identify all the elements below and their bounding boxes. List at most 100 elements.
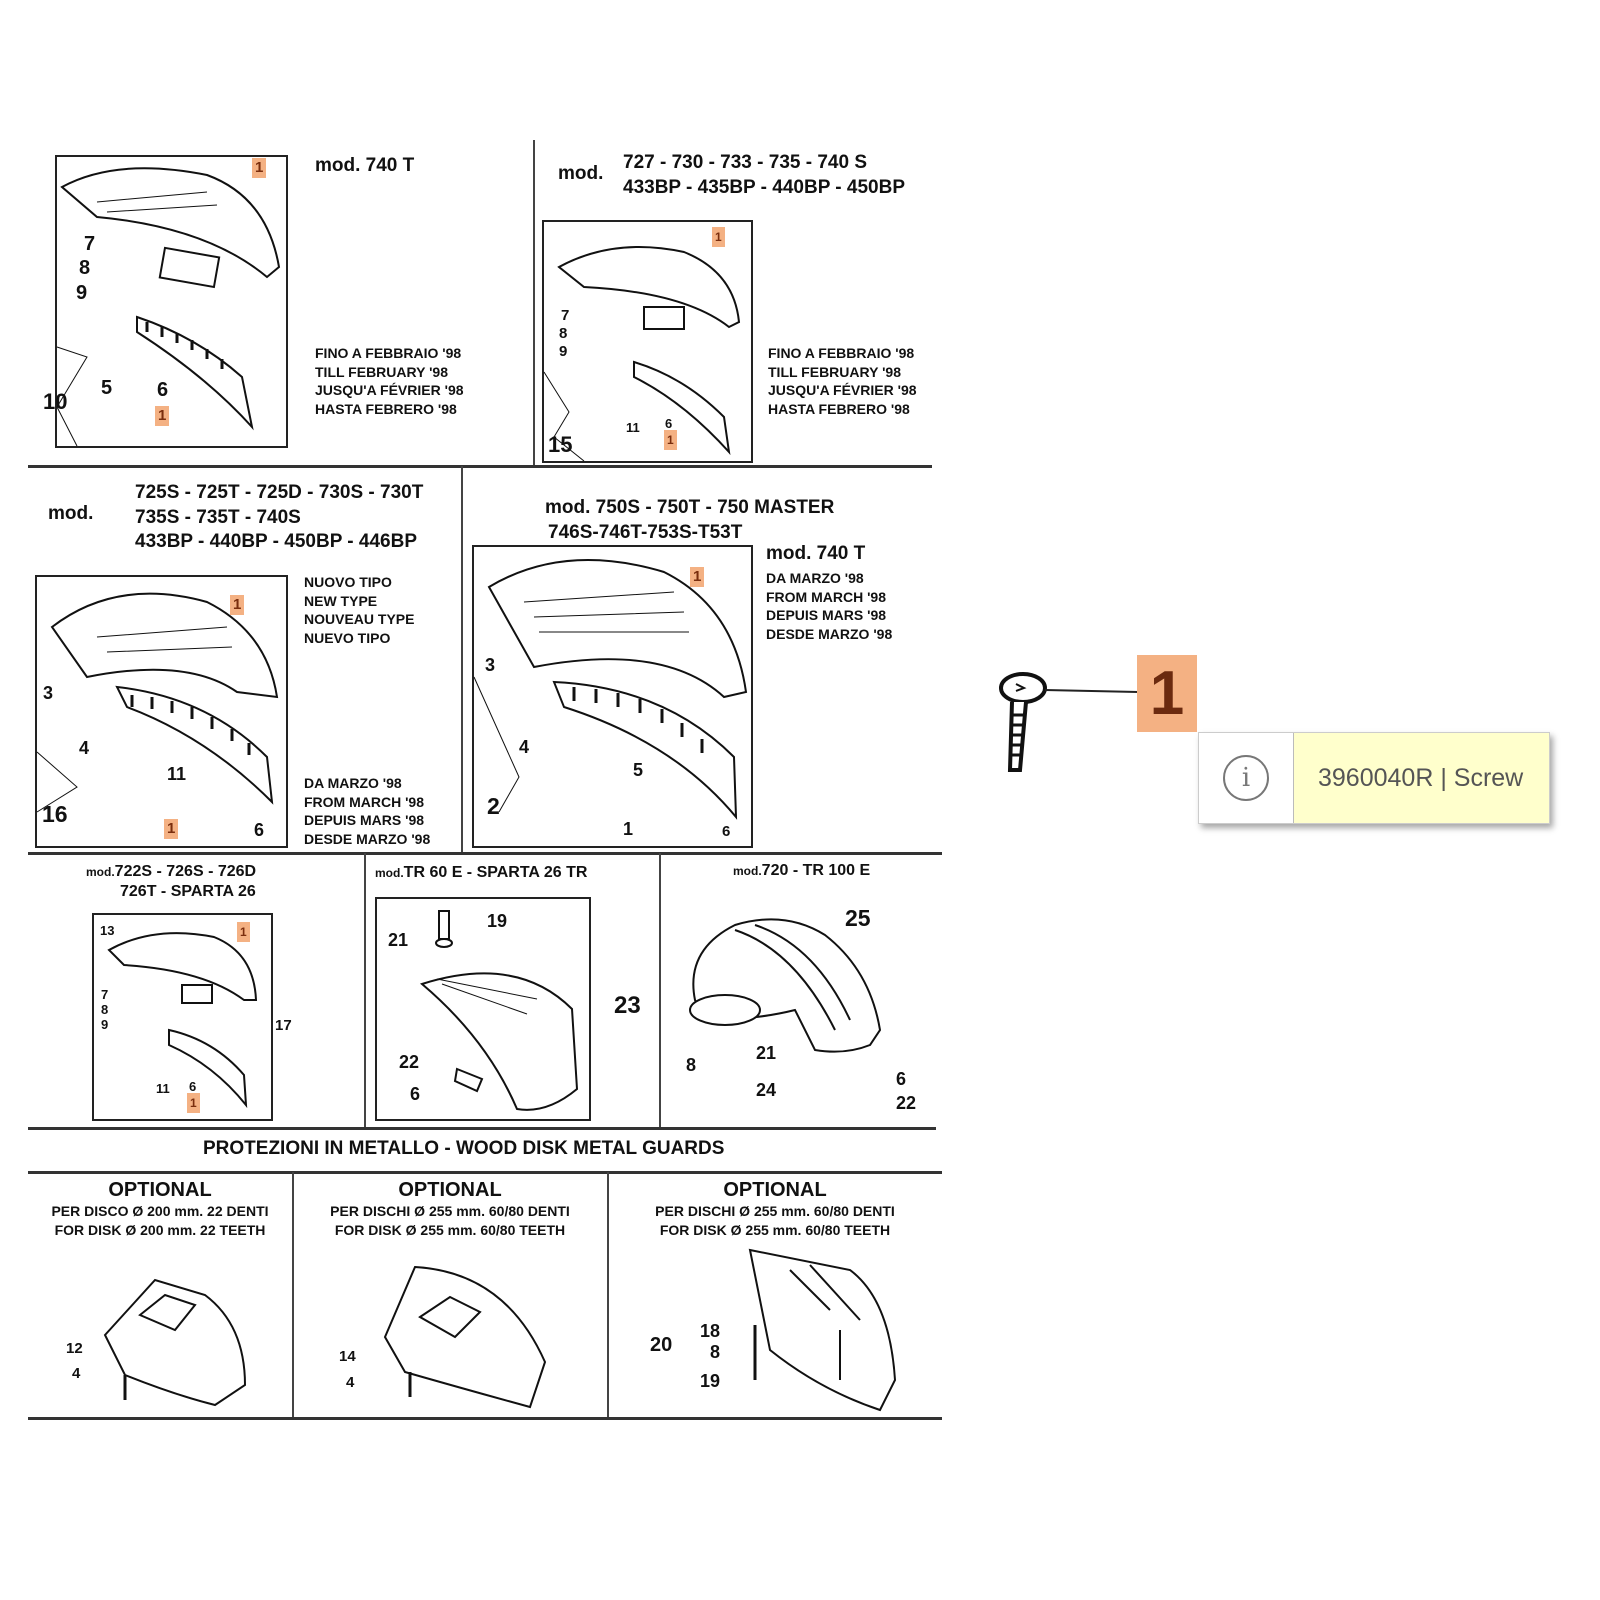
- callout[interactable]: 5: [633, 760, 644, 780]
- callout[interactable]: 13: [100, 923, 115, 938]
- guard-drawing: [473, 559, 748, 820]
- callout[interactable]: 17: [275, 1017, 292, 1034]
- callout[interactable]: 3: [485, 655, 496, 675]
- callout[interactable]: 5: [101, 377, 113, 399]
- callout[interactable]: 23: [614, 992, 641, 1019]
- model-label: mod. 740 T: [315, 155, 415, 176]
- metal-guard-drawing: [383, 1265, 547, 1409]
- model-label: mod.TR 60 E - SPARTA 26 TR: [375, 864, 588, 881]
- optional-guard-255a: OPTIONAL PER DISCHI Ø 255 mm. 60/80 DENT…: [330, 1179, 570, 1238]
- callout-part-1[interactable]: 1: [230, 595, 245, 615]
- guard-drawing: [543, 246, 741, 462]
- screw-icon: [999, 672, 1139, 772]
- callout[interactable]: 16: [42, 801, 68, 827]
- callout[interactable]: 1: [623, 819, 634, 839]
- callout[interactable]: 4: [72, 1365, 81, 1382]
- callout[interactable]: 8: [710, 1342, 721, 1362]
- callout[interactable]: 8: [79, 257, 91, 279]
- callout[interactable]: 21: [388, 930, 409, 950]
- callout[interactable]: 6: [896, 1069, 907, 1089]
- callout[interactable]: 22: [896, 1093, 917, 1113]
- callout[interactable]: 7: [101, 987, 109, 1002]
- callout-part-1[interactable]: 1: [252, 158, 267, 178]
- part-callout-number: 1: [1149, 659, 1185, 728]
- part-tooltip: i 3960040R | Screw: [1198, 732, 1550, 824]
- callout[interactable]: 9: [101, 1017, 109, 1032]
- callout[interactable]: 3: [43, 683, 54, 703]
- callout[interactable]: 2: [487, 793, 500, 819]
- callout[interactable]: 4: [79, 738, 90, 758]
- callout[interactable]: 8: [101, 1002, 109, 1017]
- callout[interactable]: 6: [254, 820, 265, 840]
- callout[interactable]: 6: [189, 1079, 197, 1094]
- callout[interactable]: 25: [845, 905, 871, 931]
- divider: [28, 465, 932, 468]
- optional-guard-200: OPTIONAL PER DISCO Ø 200 mm. 22 DENTI FO…: [51, 1179, 269, 1238]
- optional-guard-255b: OPTIONAL PER DISCHI Ø 255 mm. 60/80 DENT…: [655, 1179, 895, 1238]
- guard-drawing: [419, 910, 579, 1111]
- callout[interactable]: 11: [156, 1081, 170, 1096]
- callout[interactable]: 19: [700, 1371, 721, 1391]
- callout[interactable]: 7: [561, 307, 570, 324]
- callout[interactable]: 14: [339, 1348, 356, 1365]
- divider: [28, 1417, 942, 1420]
- divider: [659, 853, 661, 1128]
- callout[interactable]: 4: [519, 737, 530, 757]
- part-callout-1[interactable]: 1: [1137, 655, 1197, 732]
- callout[interactable]: 6: [665, 416, 673, 431]
- callout-part-1[interactable]: 1: [164, 819, 179, 839]
- diagram-740t-old: [55, 155, 288, 448]
- callout[interactable]: 20: [650, 1334, 673, 1356]
- callout[interactable]: 8: [686, 1055, 697, 1075]
- callout[interactable]: 7: [84, 233, 96, 255]
- callout[interactable]: 11: [626, 420, 640, 435]
- section-title: PROTEZIONI IN METALLO - WOOD DISK METAL …: [203, 1138, 725, 1159]
- callout-part-1[interactable]: 1: [187, 1093, 200, 1113]
- callout-part-1[interactable]: 1: [237, 922, 250, 942]
- diagram-722: [92, 913, 273, 1121]
- callout[interactable]: 22: [399, 1052, 420, 1072]
- callout[interactable]: 6: [722, 823, 731, 840]
- info-icon: i: [1199, 733, 1294, 823]
- callout-part-1[interactable]: 1: [690, 567, 705, 587]
- callout[interactable]: 8: [559, 325, 568, 342]
- callout[interactable]: 21: [756, 1043, 777, 1063]
- callout[interactable]: 6: [410, 1084, 421, 1104]
- diagram-725-new: [35, 575, 288, 848]
- divider: [28, 1127, 936, 1130]
- diagram-750-new: [472, 545, 753, 848]
- callout[interactable]: 4: [346, 1374, 355, 1391]
- callout[interactable]: 12: [66, 1340, 83, 1357]
- divider: [364, 853, 366, 1128]
- callout-part-1[interactable]: 1: [664, 430, 677, 450]
- guard-drawing: [56, 167, 281, 447]
- callout[interactable]: 6: [157, 379, 169, 401]
- callout[interactable]: 11: [167, 764, 187, 784]
- callout[interactable]: 9: [76, 282, 88, 304]
- callout[interactable]: 24: [756, 1080, 777, 1100]
- divider: [28, 852, 942, 855]
- callout[interactable]: 10: [43, 389, 68, 414]
- divider: [607, 1172, 609, 1418]
- model-list: mod.722S - 726S - 726D 726T - SPARTA 26: [86, 863, 257, 900]
- guard-drawing-720: [689, 918, 882, 1053]
- mod-label: mod.: [558, 163, 604, 184]
- callout[interactable]: 19: [487, 911, 508, 931]
- diagram-727-740s-old: [542, 220, 753, 463]
- callout-part-1[interactable]: 1: [712, 227, 725, 247]
- callout[interactable]: 18: [700, 1321, 721, 1341]
- divider: [28, 1171, 942, 1174]
- callout[interactable]: 9: [559, 343, 568, 360]
- divider: [461, 466, 463, 853]
- metal-guard-drawing: [103, 1278, 247, 1407]
- guard-drawing: [36, 592, 279, 813]
- callout-part-1[interactable]: 1: [155, 406, 170, 426]
- callout[interactable]: 15: [548, 432, 573, 457]
